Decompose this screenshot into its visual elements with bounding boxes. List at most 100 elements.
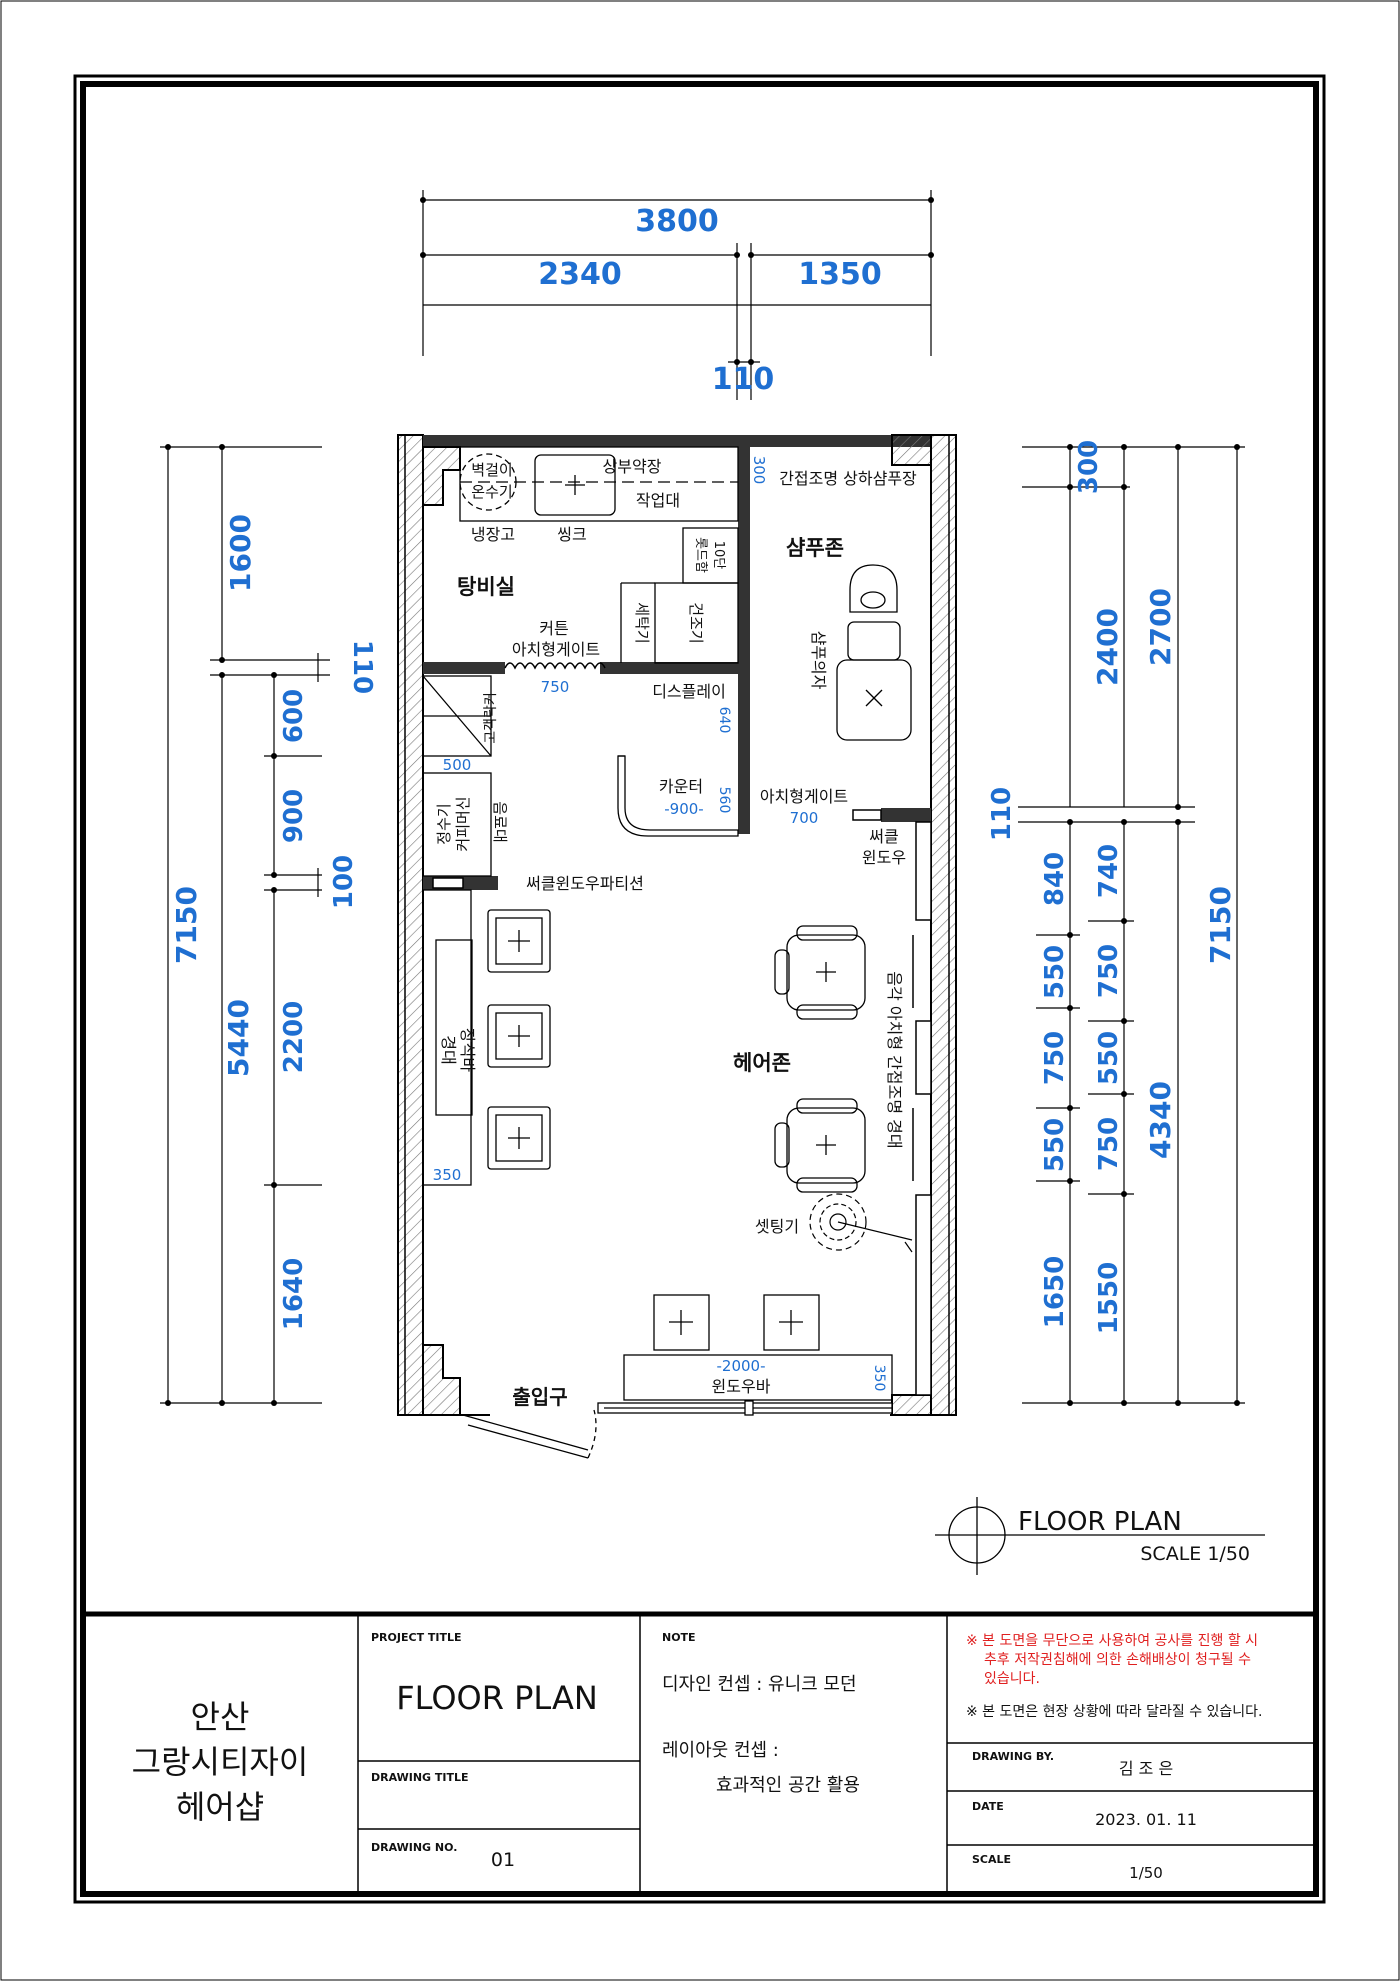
dim-right-2400: 2400: [1091, 608, 1124, 686]
label-coffee-machine: 커피머신: [454, 796, 472, 851]
label-wall-heater-2: 온수기: [471, 483, 512, 501]
label-curtain: 커튼: [539, 619, 568, 638]
dim-500-inner: 500: [443, 756, 472, 774]
dim-350a-inner: 350: [433, 1166, 462, 1184]
label-dryer: 건조기: [687, 602, 705, 643]
dim-750-inner: 750: [541, 678, 570, 696]
dim-640-inner: 640: [716, 707, 732, 734]
dim-right-550a: 550: [1040, 945, 1070, 999]
client-line-2: 그랑시티자이: [132, 1743, 309, 1781]
label-mirror-right: 음각 아치형 간접조명 경대: [885, 971, 904, 1148]
dim-560-inner: 560: [716, 787, 732, 814]
label-sink: 씽크: [557, 525, 586, 544]
note-layout: 레이아웃 컨셉 :: [662, 1740, 779, 1761]
label-mirror-1: 경대: [439, 1035, 458, 1064]
inner-frame: [80, 81, 1319, 1897]
dim-700-inner: 700: [790, 809, 819, 827]
pantry-fixtures: [459, 446, 739, 670]
dim-left-1600: 1600: [224, 514, 257, 592]
dim-right-750c: 750: [1094, 1117, 1124, 1171]
date-label: DATE: [972, 1800, 1004, 1813]
label-washer: 세탁기: [633, 602, 651, 643]
dim-left-outer-total: 7150: [170, 886, 203, 964]
label-customer-locker: 고객락커: [483, 692, 499, 744]
label-window-bar: 윈도우바: [712, 1377, 771, 1396]
dim-left-1640: 1640: [279, 1258, 309, 1330]
drawing-no-label: DRAWING NO.: [371, 1841, 457, 1854]
dim-right-300: 300: [1074, 440, 1104, 494]
note-layout-2: 효과적인 공간 활용: [716, 1775, 860, 1796]
zone-pantry: 탕비실: [457, 575, 515, 599]
label-partition: 써클윈도우파티션: [526, 874, 644, 893]
dim-right-1650: 1650: [1040, 1256, 1070, 1328]
dim-left-2200: 2200: [279, 1001, 309, 1073]
setting-machine: [809, 1193, 913, 1253]
zone-shampoo: 샴푸존: [786, 536, 844, 560]
top-dimensions: [422, 190, 932, 400]
dim-right-750b: 750: [1094, 944, 1124, 998]
label-worktable: 작업대: [636, 491, 680, 510]
scale-label: SCALE: [972, 1853, 1011, 1866]
counter-area: [422, 675, 739, 1186]
label-beverage: 음료대: [491, 801, 509, 842]
label-setting: 셋팅기: [755, 1217, 799, 1236]
dim-350b-inner: 350: [871, 1365, 887, 1392]
dim-right-outer-total: 7150: [1204, 886, 1237, 964]
shampoo-chair: [836, 564, 912, 741]
client-line-1: 안산: [191, 1698, 250, 1736]
dim-right-740: 740: [1094, 844, 1124, 898]
front-stools: [623, 1294, 893, 1401]
legend-title: FLOOR PLAN: [1018, 1507, 1182, 1537]
label-arch-gate-1: 아치형게이트: [512, 640, 600, 659]
drawing-no: 01: [491, 1849, 515, 1871]
scale-value: 1/50: [1129, 1864, 1163, 1882]
label-towel-cabinet-1: 10단: [711, 541, 726, 570]
dim-left-110: 110: [347, 640, 377, 694]
dim-left-100: 100: [329, 855, 359, 909]
dim-right-550b: 550: [1040, 1118, 1070, 1172]
plan-legend-symbol: [935, 1497, 1265, 1575]
label-wall-heater-1: 벽걸이: [471, 461, 512, 479]
drawing-by: 김 조 은: [1119, 1759, 1173, 1778]
note-design: 디자인 컨셉 : 유니크 모던: [662, 1674, 857, 1695]
project-title-label: PROJECT TITLE: [371, 1631, 462, 1644]
date-value: 2023. 01. 11: [1095, 1810, 1197, 1829]
label-arch-gate-2: 아치형게이트: [760, 787, 848, 806]
label-mirror-2: 장식바: [458, 1028, 477, 1072]
label-counter: 카운터: [659, 777, 703, 796]
dim-left-5440: 5440: [222, 999, 255, 1077]
walls: [397, 434, 957, 1416]
label-circle-window-2: 윈도우: [862, 848, 906, 867]
dim-right-550c: 550: [1094, 1031, 1124, 1085]
dim-900-inner: -900-: [664, 800, 703, 818]
waiting-chairs: [487, 909, 551, 1170]
label-circle-window-1: 써클: [869, 827, 898, 846]
warning-line-3: 있습니다.: [984, 1671, 1040, 1687]
dim-300-inner: 300: [750, 456, 768, 485]
label-shampoo-chair: 샴푸의자: [809, 631, 828, 690]
drawing-by-label: DRAWING BY.: [972, 1750, 1054, 1763]
client-line-3: 헤어샵: [176, 1788, 264, 1826]
project-title: FLOOR PLAN: [396, 1679, 598, 1717]
label-fridge: 냉장고: [471, 525, 515, 544]
legend-scale: SCALE 1/50: [1140, 1543, 1250, 1565]
zone-hair: 헤어존: [733, 1051, 791, 1075]
styling-chairs: [774, 925, 866, 1193]
dim-right-110: 110: [987, 787, 1017, 841]
drawing-title-label: DRAWING TITLE: [371, 1771, 469, 1784]
entrance-door: [462, 1400, 893, 1459]
dim-right-2700: 2700: [1144, 588, 1177, 666]
note-label: NOTE: [662, 1631, 696, 1644]
outer-frame: [73, 74, 1326, 1904]
label-water-purifier: 정수기: [435, 803, 453, 844]
warning-line-2: 추후 저작권침해에 의한 손해배상이 청구될 수: [984, 1652, 1251, 1668]
notice-line: ※ 본 도면은 현장 상황에 따라 달라질 수 있습니다.: [966, 1704, 1263, 1720]
title-block: [83, 1611, 1316, 1894]
dim-top-left: 2340: [538, 257, 622, 292]
label-towel-cabinet-2: 롯드함: [693, 537, 708, 573]
zone-entrance: 출입구: [512, 1385, 567, 1409]
dim-right-4340: 4340: [1144, 1081, 1177, 1159]
dim-top-right: 1350: [798, 257, 882, 292]
